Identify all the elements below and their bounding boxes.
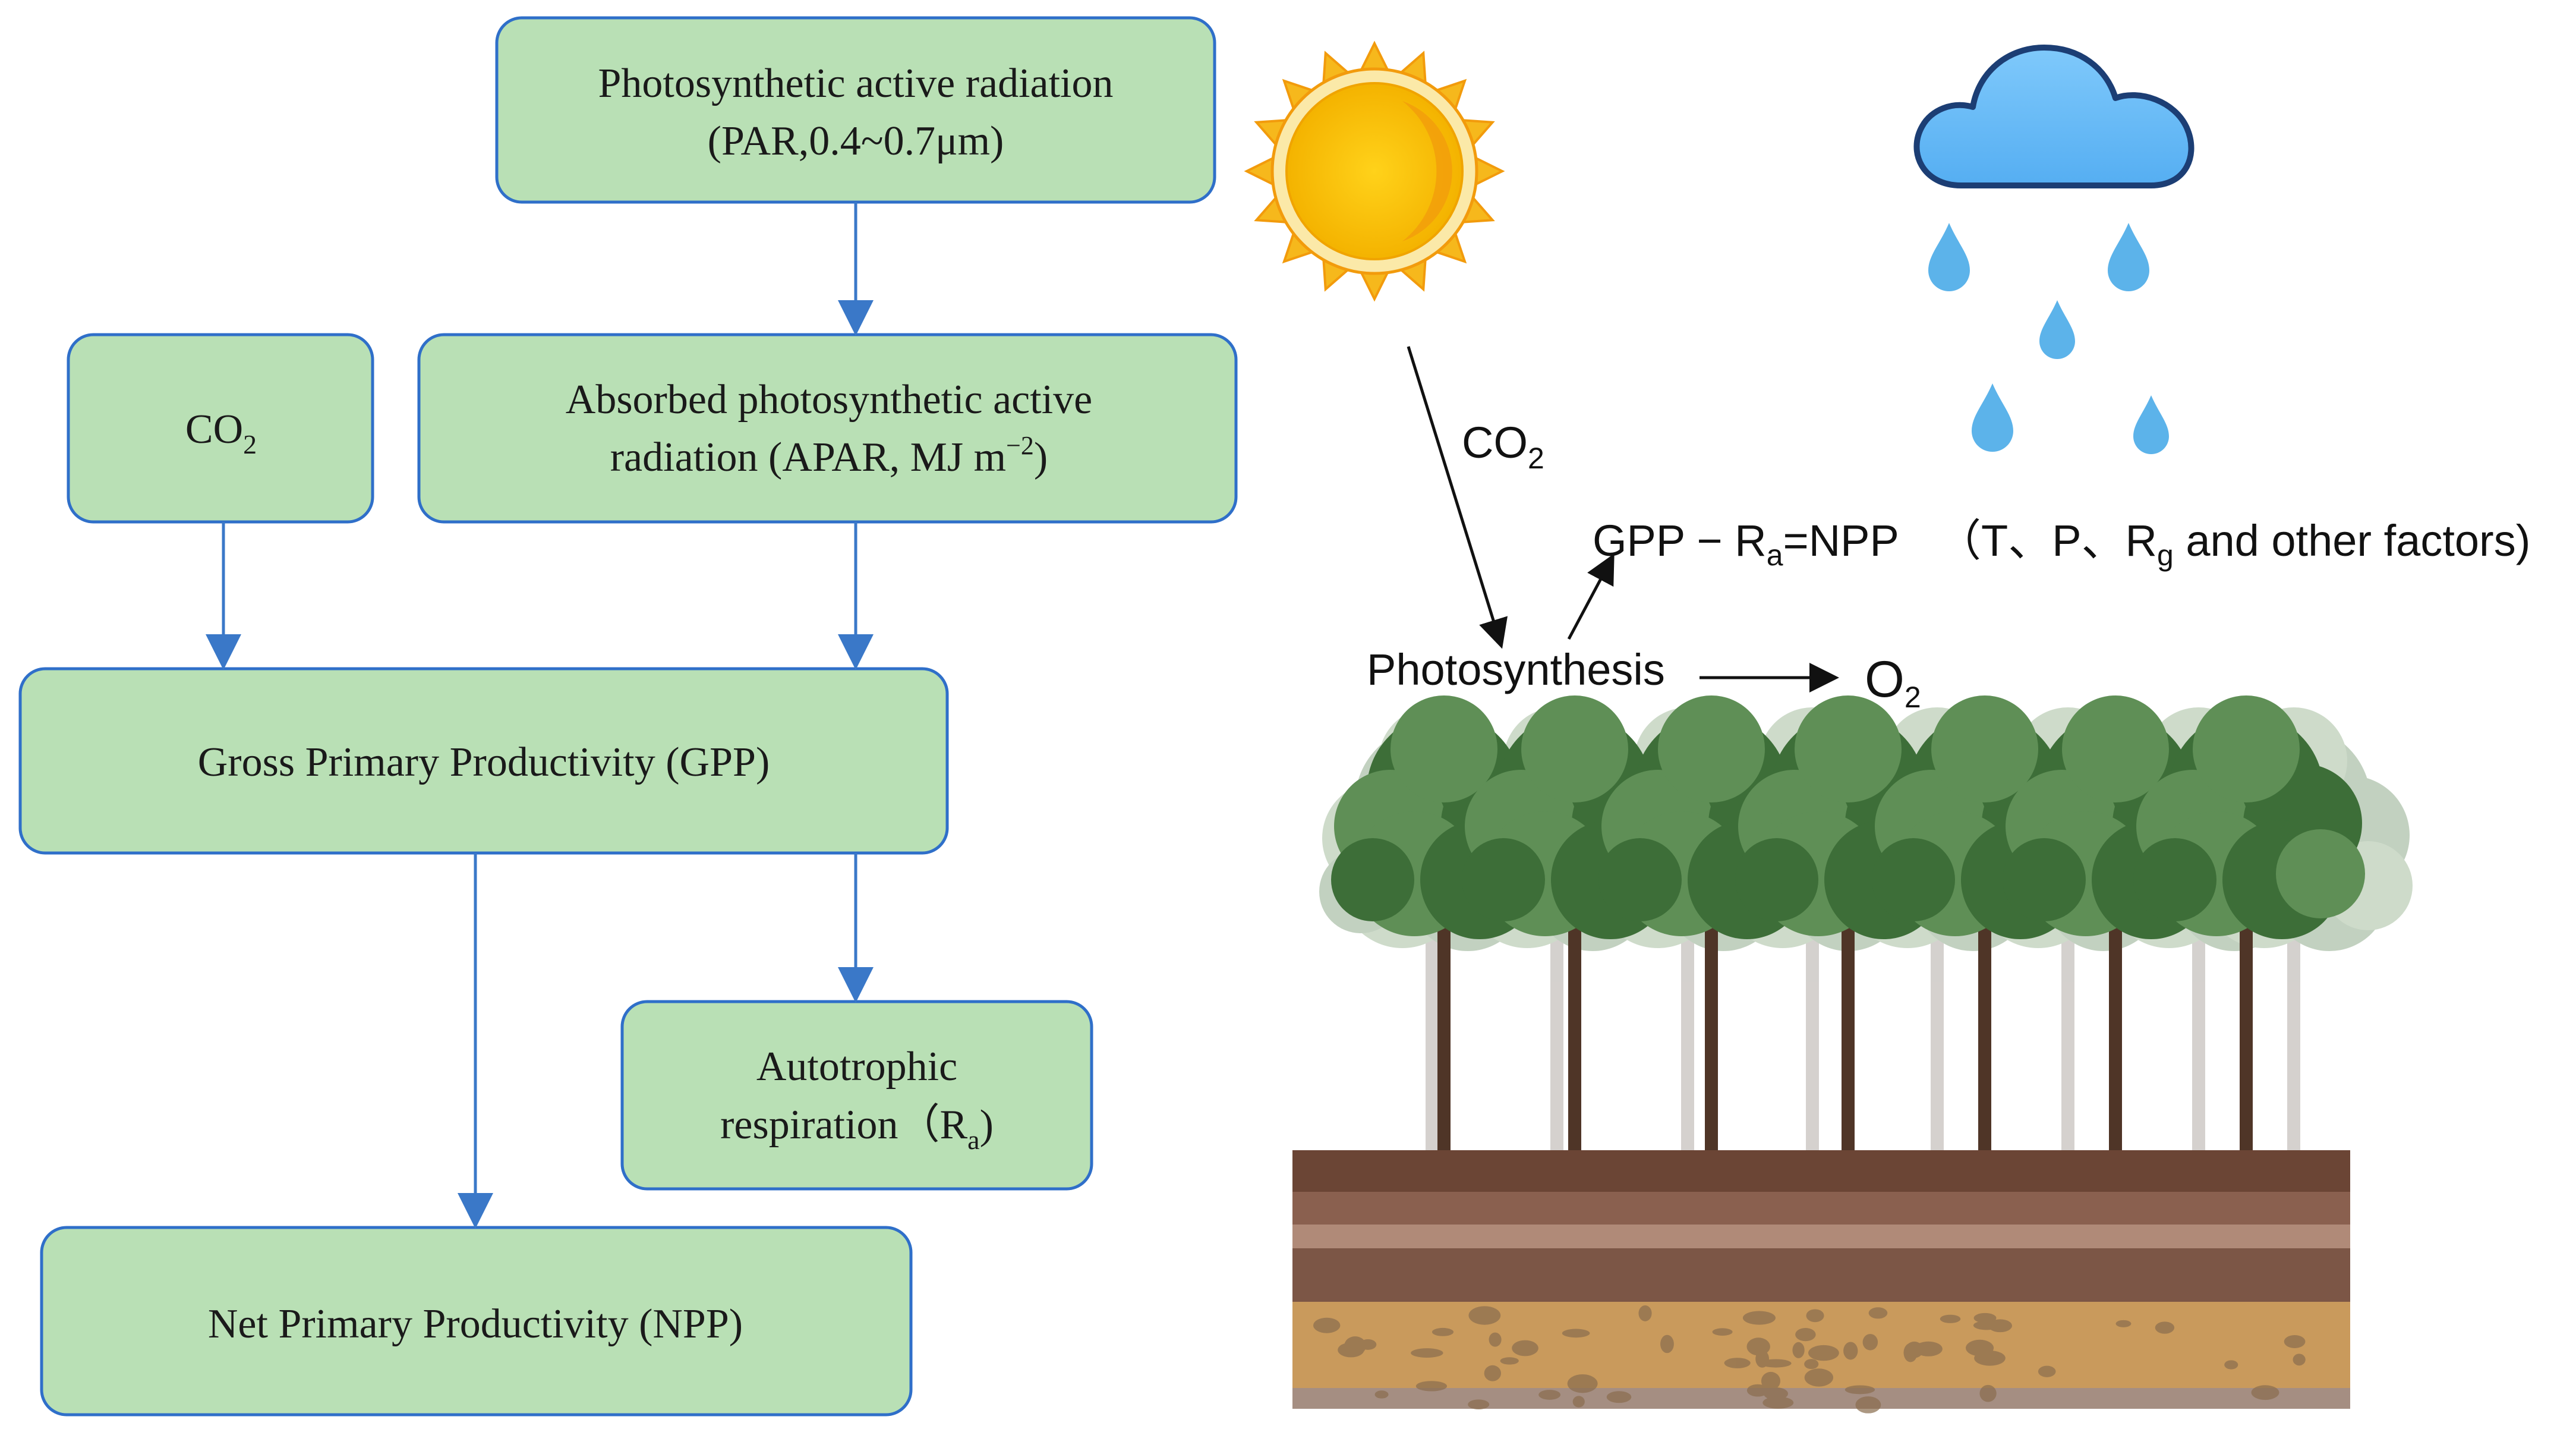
pebble	[2038, 1365, 2056, 1377]
pebble	[1806, 1309, 1824, 1323]
box-ra: Autotrophic respiration（Ra)	[620, 1000, 1093, 1191]
soil-layer-2	[1292, 1192, 2350, 1225]
pebble	[1638, 1305, 1652, 1321]
o2-label: O2	[1865, 651, 1921, 714]
pebble	[1808, 1345, 1839, 1361]
arrow-photosynthesis-to-gpp	[1567, 553, 1615, 640]
pebble	[1374, 1390, 1389, 1399]
raindrop-icon	[2108, 223, 2149, 291]
soil-pebbles	[1313, 1305, 2306, 1414]
pebble	[1762, 1396, 1794, 1409]
soil-rock-layer	[1292, 1388, 2350, 1409]
pebble	[1914, 1341, 1943, 1356]
pebble	[2251, 1385, 2279, 1400]
pebble	[1973, 1312, 1997, 1323]
pebble	[1746, 1384, 1769, 1397]
pebble	[1760, 1359, 1792, 1368]
tree-icon	[2133, 695, 2365, 1150]
factors-label: （T、P、Rg and other factors)	[1937, 516, 2530, 572]
pebble	[1313, 1317, 1341, 1333]
photosynthesis-label: Photosynthesis	[1367, 645, 1665, 694]
pebble	[2115, 1320, 2132, 1327]
pebble	[1979, 1384, 1997, 1402]
pebble	[1344, 1336, 1366, 1355]
pebble	[1562, 1329, 1590, 1338]
rain-drops	[1928, 223, 2169, 454]
flow-arrows	[206, 202, 874, 1229]
pebble	[1868, 1307, 1888, 1319]
pebble	[1606, 1391, 1632, 1403]
raindrop-icon	[1972, 383, 2013, 452]
apar-line1: Absorbed photosynthetic active	[566, 377, 1092, 423]
pebble	[2284, 1335, 2306, 1348]
pebble	[1843, 1342, 1858, 1360]
pebble	[1855, 1396, 1881, 1414]
pebble	[1862, 1334, 1878, 1351]
pebble	[1742, 1311, 1776, 1325]
pebble	[1572, 1396, 1585, 1408]
pebble	[1432, 1327, 1454, 1336]
pebble	[1470, 1310, 1484, 1318]
pebble	[1795, 1328, 1816, 1342]
box-npp: Net Primary Productivity (NPP)	[40, 1226, 913, 1417]
pebble	[1746, 1337, 1770, 1356]
arrow-co2-to-photosynthesis	[1407, 346, 1508, 649]
ra-line1: Autotrophic	[756, 1044, 957, 1090]
box-co2: CO2	[67, 333, 374, 524]
apar-line2: radiation (APAR, MJ m−2)	[610, 431, 1048, 480]
pebble	[1940, 1314, 1961, 1323]
pebble	[1538, 1390, 1561, 1400]
pebble	[1468, 1399, 1490, 1410]
sun-icon	[1244, 40, 1505, 302]
gpp-label: Gross Primary Productivity (GPP)	[198, 739, 770, 785]
raindrop-icon	[2133, 395, 2169, 454]
tree-icon	[1735, 695, 1967, 1150]
pebble	[1844, 1385, 1875, 1395]
ra-line2: respiration（Ra)	[720, 1102, 994, 1155]
box-apar: Absorbed photosynthetic active radiation…	[417, 333, 1238, 524]
co2-label: CO2	[185, 407, 257, 459]
pebble	[1804, 1368, 1834, 1387]
box-par: Photosynthetic active radiation (PAR,0.4…	[495, 16, 1216, 204]
pebble	[1415, 1381, 1448, 1392]
pebble	[1792, 1342, 1805, 1358]
pebble	[1724, 1358, 1751, 1368]
pebble	[1484, 1365, 1502, 1381]
box-gpp: Gross Primary Productivity (GPP)	[18, 667, 949, 855]
pebble	[1966, 1339, 1994, 1356]
soil-layer-4	[1292, 1248, 2350, 1302]
pebble	[1761, 1371, 1781, 1390]
foreground-trees	[1331, 695, 2365, 1150]
pebble	[2224, 1360, 2238, 1370]
soil-topsoil	[1292, 1150, 2350, 1192]
pebble	[1712, 1328, 1733, 1336]
pebble	[1411, 1348, 1443, 1358]
pebble	[1804, 1359, 1819, 1370]
raindrop-icon	[2039, 300, 2075, 359]
forest	[1319, 695, 2413, 1150]
soil-layers	[1292, 1150, 2350, 1414]
pebble	[1567, 1374, 1598, 1393]
co2-illustration-label: CO2	[1462, 418, 1544, 475]
par-line2: (PAR,0.4~0.7μm)	[708, 118, 1004, 164]
pebble	[1973, 1320, 2000, 1330]
soil-layer-3	[1292, 1225, 2350, 1248]
npp-label: Net Primary Productivity (NPP)	[208, 1301, 743, 1347]
pebble	[1489, 1332, 1502, 1347]
pebble	[2155, 1321, 2175, 1334]
cloud-icon	[1913, 45, 2195, 188]
raindrop-icon	[1928, 223, 1970, 291]
par-line1: Photosynthetic active radiation	[598, 61, 1113, 106]
pebble	[1512, 1340, 1538, 1356]
gpp-equation: GPP − Ra=NPP	[1593, 516, 1899, 572]
pebble	[1903, 1343, 1918, 1362]
pebble	[2293, 1354, 2306, 1366]
pebble	[1660, 1334, 1674, 1354]
pebble	[1500, 1357, 1519, 1365]
